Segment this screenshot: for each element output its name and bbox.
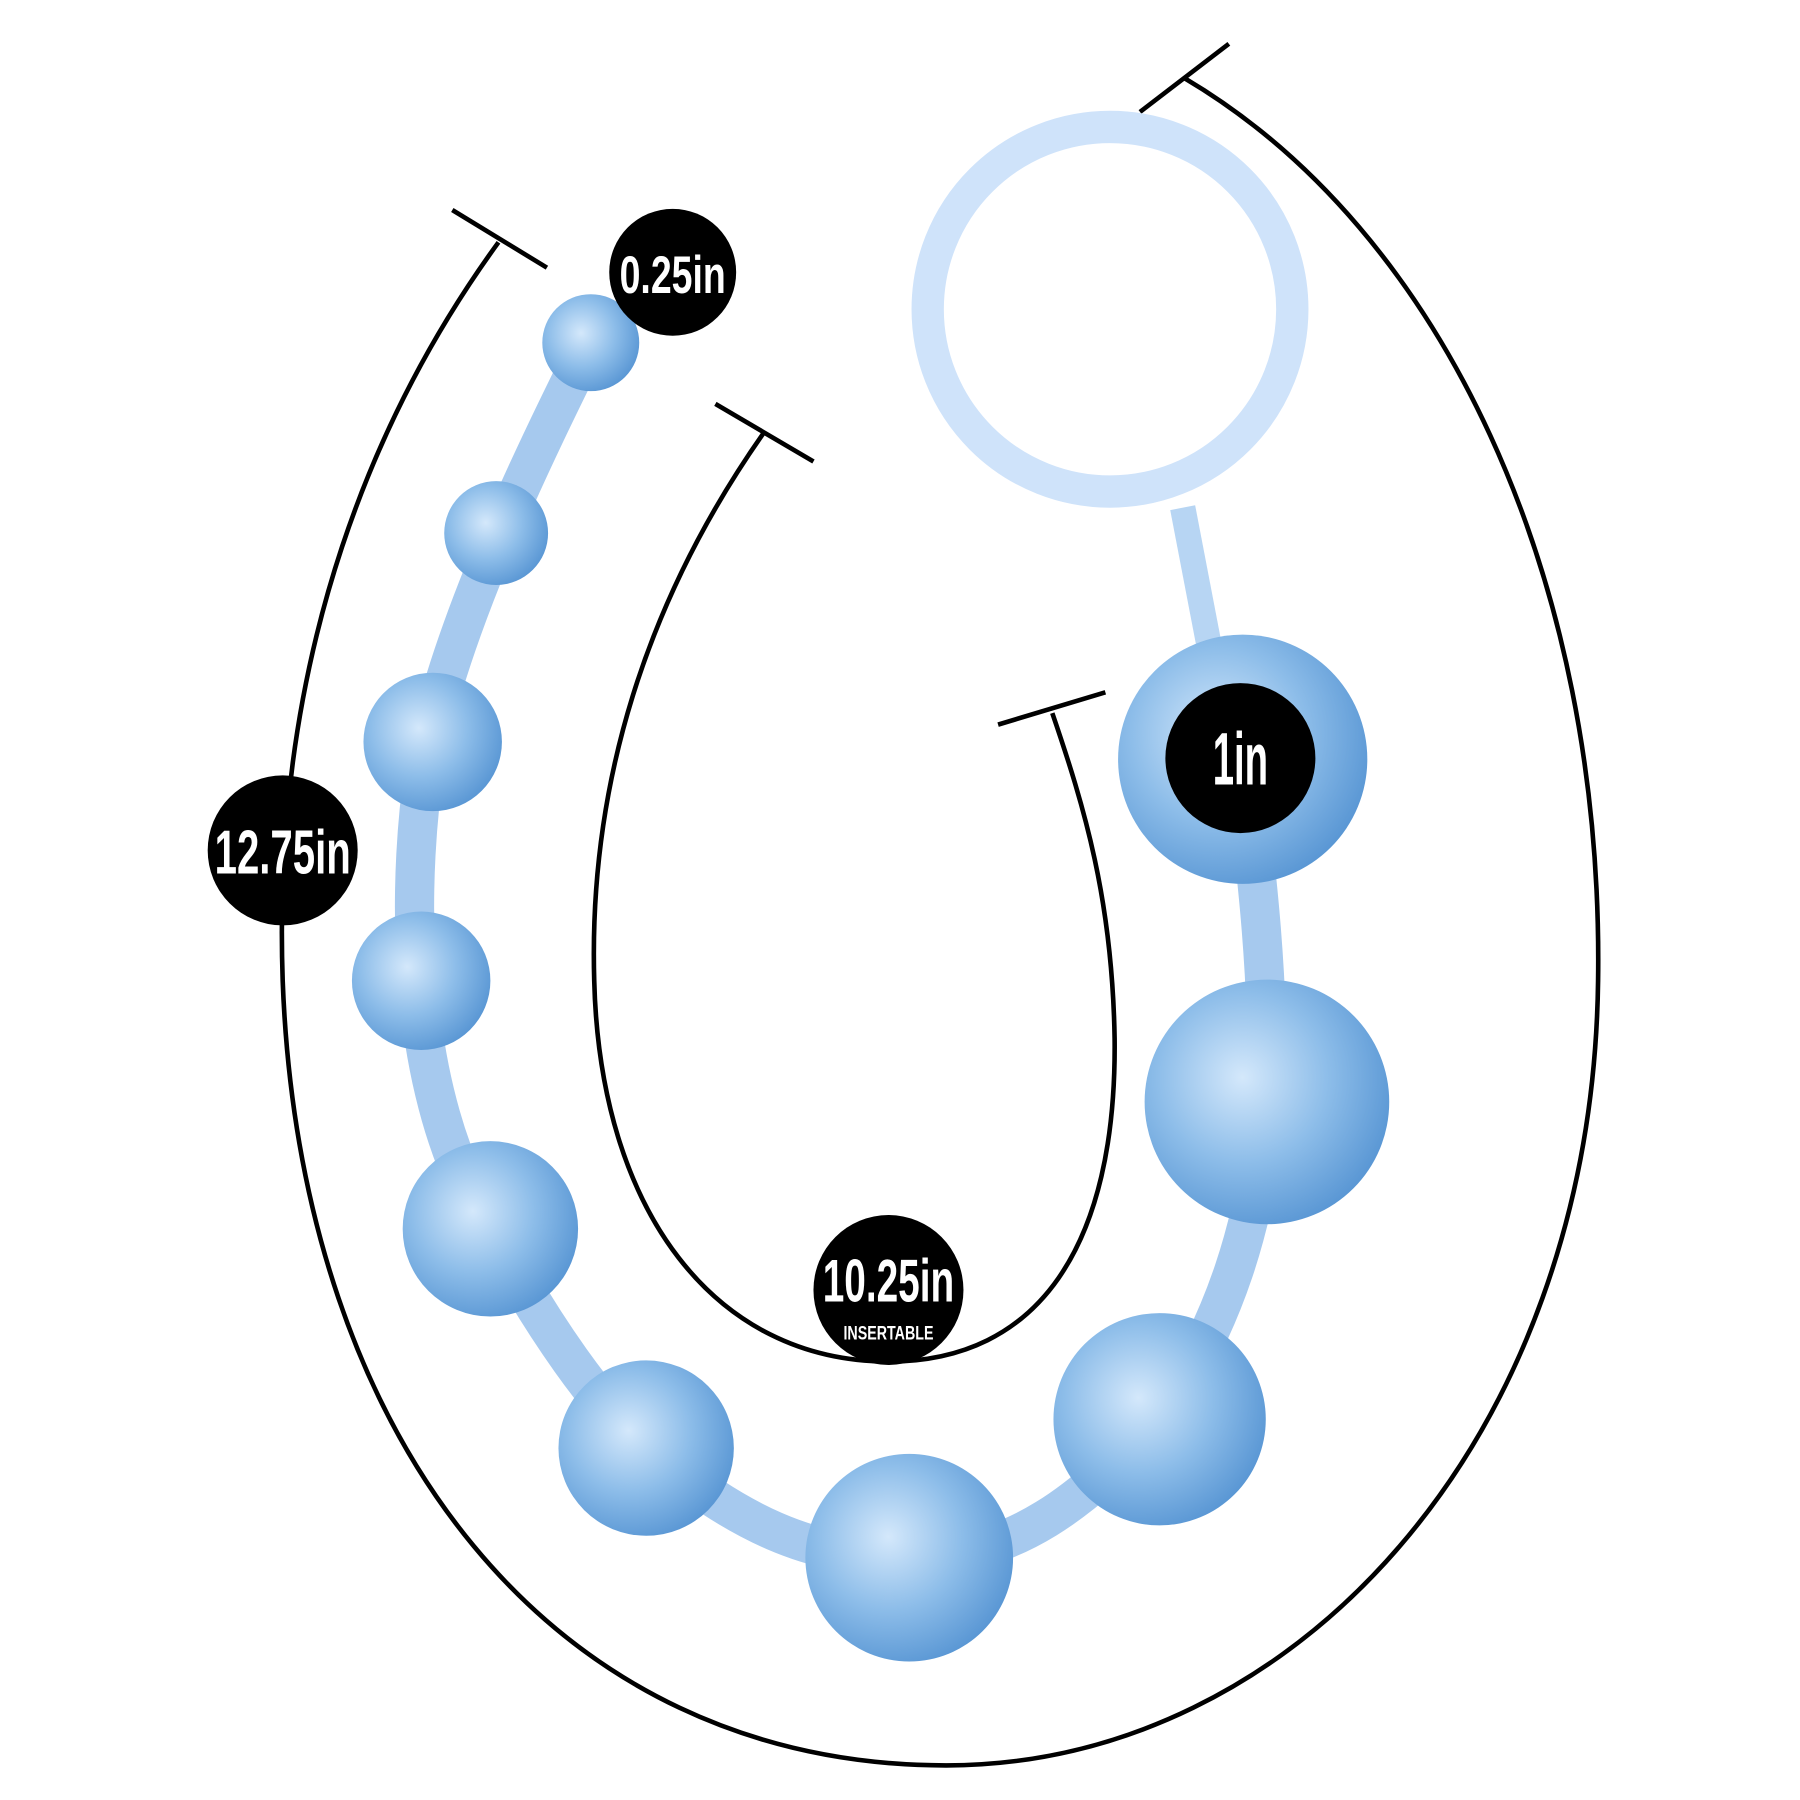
bead — [558, 1360, 734, 1536]
bead — [1144, 979, 1390, 1225]
bead — [542, 294, 640, 392]
badge-bead-diameter: 1in — [1165, 683, 1316, 834]
bead — [402, 1141, 579, 1317]
bead — [351, 911, 491, 1050]
bead — [444, 481, 549, 585]
insertable-caption: INSERTABLE — [843, 1323, 933, 1345]
bead-diameter-label: 1in — [1213, 718, 1268, 801]
ring-handle — [911, 110, 1309, 649]
bead — [1053, 1313, 1266, 1526]
bead — [363, 672, 502, 812]
insertable-length-label: 10.25in — [823, 1248, 955, 1315]
insertable-length-measure-line — [591, 401, 1117, 1364]
badge-tip-diameter: 0.25in — [609, 208, 737, 336]
badge-insertable-length: 10.25in INSERTABLE — [813, 1215, 964, 1365]
tip-diameter-label: 0.25in — [620, 246, 726, 305]
badge-total-length: 12.75in — [207, 775, 358, 926]
total-length-label: 12.75in — [215, 818, 351, 887]
beads — [351, 294, 1390, 1662]
bead — [805, 1453, 1014, 1662]
total-length-measure-line — [279, 42, 1601, 1768]
